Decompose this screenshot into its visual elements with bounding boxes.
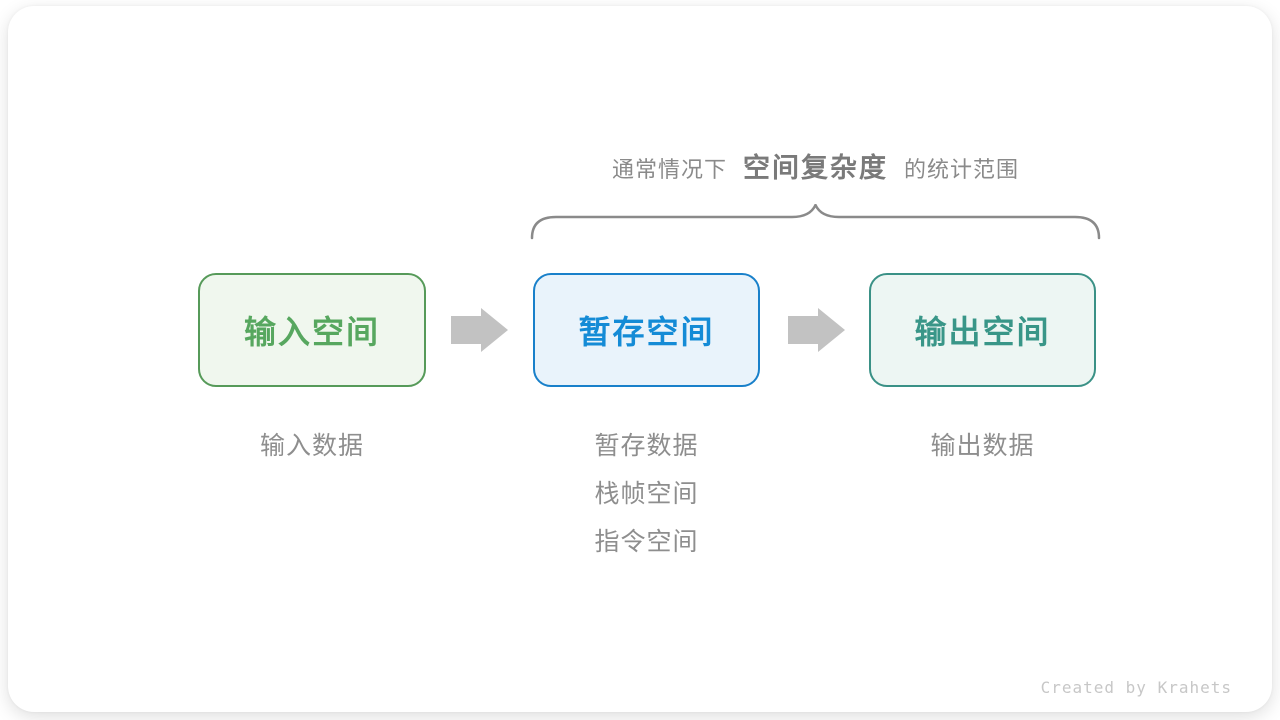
box-temp-space-label: 暂存空间 [578,314,715,350]
box-output-space-label: 输出空间 [914,314,1051,350]
caption-highlight: 空间复杂度 [743,153,888,183]
note-instruction-space: 指令空间 [594,528,699,556]
arrow-right-icon [451,308,508,352]
note-list-temp: 暂存数据 栈帧空间 指令空间 [533,422,760,566]
caption: 通常情况下 空间复杂度 的统计范围 [530,146,1101,190]
watermark-credit: Created by Krahets [1040,678,1232,697]
diagram-card: 通常情况下 空间复杂度 的统计范围 输入空间 暂存空间 输出空间 输入数据 暂存… [8,6,1272,712]
caption-suffix: 的统计范围 [904,157,1020,182]
arrow-right-icon [788,308,845,352]
note-input-data: 输入数据 [259,432,364,460]
box-input-space: 输入空间 [198,273,426,387]
note-stack-frame-space: 栈帧空间 [594,480,699,508]
note-output-data: 输出数据 [930,432,1035,460]
over-brace-icon [530,204,1101,240]
box-temp-space: 暂存空间 [533,273,760,387]
box-output-space: 输出空间 [869,273,1096,387]
caption-prefix: 通常情况下 [611,157,727,182]
note-temp-data: 暂存数据 [594,432,699,460]
box-input-space-label: 输入空间 [243,314,380,350]
